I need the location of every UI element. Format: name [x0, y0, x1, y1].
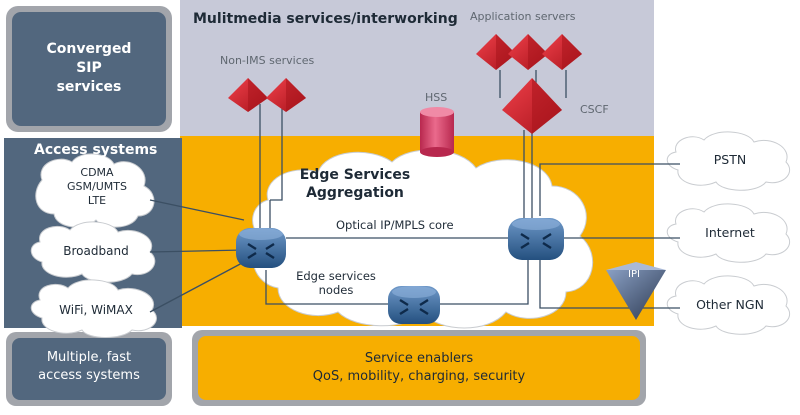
connection-lines	[149, 70, 680, 313]
access-systems-title: Access systems	[34, 142, 158, 158]
access-cloud-broadband	[30, 221, 156, 283]
ipi-node	[606, 262, 666, 320]
cdma-cloud-label: CDMA GSM/UMTS LTE	[67, 166, 127, 207]
application-servers	[476, 34, 582, 70]
broadband-cloud-label: Broadband	[63, 244, 129, 258]
app-servers-label: Application servers	[470, 10, 576, 23]
cscf-server	[502, 78, 562, 134]
wifi-cloud-label: WiFi, WiMAX	[59, 303, 133, 317]
external-cloud-other-ngn	[666, 275, 791, 335]
converged-sip-label: Converged SIP services	[46, 41, 132, 95]
service-enablers-label: Service enablers QoS, mobility, charging…	[312, 351, 526, 384]
ipi-label: IPI	[628, 269, 640, 280]
edge-nodes-label: Edge services nodes	[296, 269, 376, 297]
non-ims-servers	[228, 78, 306, 112]
cscf-label: CSCF	[580, 103, 609, 116]
other-ngn-label: Other NGN	[696, 297, 764, 312]
pstn-label: PSTN	[713, 152, 747, 167]
external-cloud-pstn	[666, 131, 791, 191]
router-edge-left	[236, 228, 286, 268]
optical-core-label: Optical IP/MPLS core	[336, 218, 454, 232]
internet-label: Internet	[705, 225, 755, 240]
edge-services-title: Edge Services Aggregation	[299, 167, 411, 201]
multimedia-title: Mulitmedia services/interworking	[193, 11, 458, 27]
access-cloud-wifi	[30, 279, 157, 338]
edge-services-cloud	[252, 149, 594, 329]
access-cloud-cdma	[35, 153, 155, 228]
multiple-access-label: Multiple, fast access systems	[38, 350, 140, 383]
non-ims-label: Non-IMS services	[220, 54, 315, 67]
router-edge-nodes	[388, 286, 440, 324]
multimedia-band	[180, 0, 654, 136]
hss-label: HSS	[425, 91, 448, 104]
hss-database	[420, 107, 454, 157]
router-edge-right	[508, 218, 564, 260]
external-cloud-internet	[666, 203, 791, 263]
